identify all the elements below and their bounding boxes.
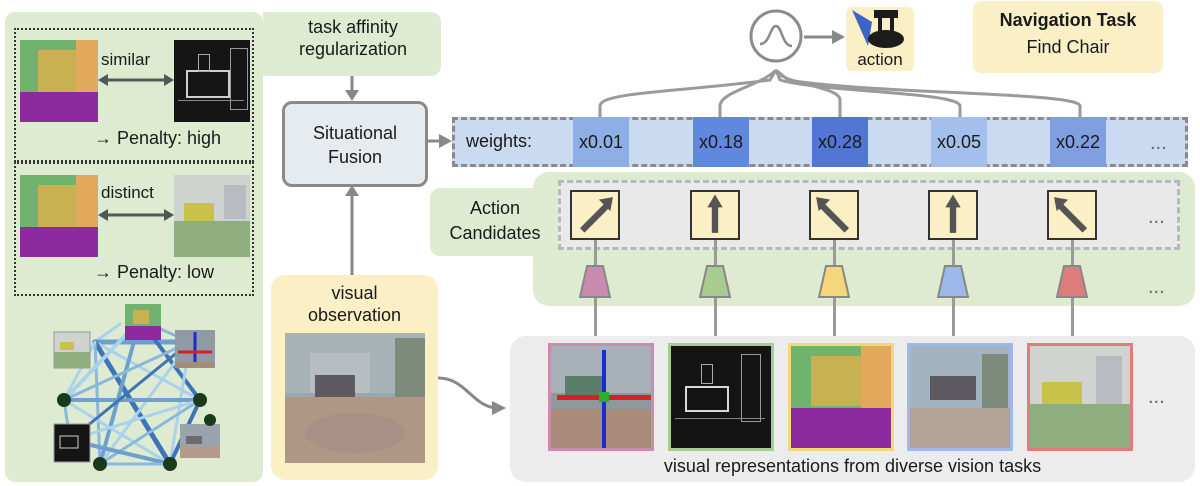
weight-cell: x0.01 [573, 117, 629, 167]
weight-cell: x0.05 [931, 117, 987, 167]
robot-icon [852, 10, 904, 48]
action-candidate-up-left [1047, 190, 1097, 240]
up-left-arrow-icon [816, 197, 850, 233]
navigation-task-box [973, 1, 1163, 73]
fusion-label-line2: Fusion [327, 147, 383, 167]
representation-thumbnail [788, 343, 894, 451]
segmentation-thumbnail-2 [20, 175, 98, 257]
edge-thumbnail [174, 40, 250, 122]
weights-ellipsis: ... [1150, 132, 1167, 154]
encoder [936, 265, 970, 298]
up-arrow-icon [945, 194, 961, 233]
regularization-label: task affinity regularization [298, 17, 408, 59]
distinct-label: distinct [101, 183, 154, 202]
regularization-arrow [345, 76, 359, 101]
observation-to-representations-arrow [437, 376, 506, 415]
fusion-label-line1: Situational [312, 123, 398, 143]
affinity-tab [263, 12, 441, 76]
aggregation-node [749, 9, 803, 63]
action-label: action [857, 50, 903, 69]
navigation-task-goal: Find Chair [1026, 37, 1110, 57]
representation-thumbnail [668, 343, 774, 451]
action-candidate-up-right [570, 190, 620, 240]
penalty-high-label: → Penalty: high [94, 128, 222, 148]
situational-fusion-box: Situational Fusion [282, 101, 428, 187]
task-affinity-graph [53, 304, 220, 471]
up-arrow-icon [707, 194, 723, 233]
floor-mask-thumbnail [174, 175, 250, 257]
action-candidate-up [928, 190, 978, 240]
encoder [698, 265, 732, 298]
distinct-arrow [98, 209, 174, 221]
encoder [1055, 265, 1089, 298]
representation-thumbnail [548, 343, 654, 451]
representations-ellipsis: ... [1148, 386, 1165, 408]
representation-thumbnail [1027, 343, 1133, 451]
encoder [817, 265, 851, 298]
similar-arrow [98, 74, 174, 86]
fusion-to-weights-arrow [425, 134, 452, 148]
up-right-arrow-icon [579, 197, 613, 233]
action-candidates-label: Action Candidates [449, 198, 541, 243]
candidates-ellipsis: ... [1148, 206, 1165, 228]
representation-thumbnail [907, 343, 1013, 451]
observation-to-fusion-arrow [345, 185, 359, 275]
up-left-arrow-icon [1054, 197, 1088, 233]
navigation-task-title: Navigation Task [999, 10, 1137, 30]
similar-comparison-box [14, 28, 254, 162]
action-candidate-up [690, 190, 740, 240]
weight-cell: x0.28 [812, 117, 868, 167]
observation-label: visual observation [307, 283, 402, 325]
distinct-comparison-box [14, 162, 254, 296]
weights-label: weights: [466, 131, 533, 151]
observation-image [285, 333, 425, 463]
node-to-action-arrow [804, 30, 845, 44]
segmentation-thumbnail [20, 40, 98, 122]
weight-cell: x0.22 [1050, 117, 1106, 167]
encoders-ellipsis: ... [1148, 276, 1165, 298]
weight-cell: x0.18 [693, 117, 749, 167]
action-candidates-tab [430, 188, 540, 256]
representations-caption: visual representations from diverse visi… [663, 456, 1042, 476]
similar-label: similar [101, 50, 151, 69]
weights-to-node-connectors [598, 68, 1082, 118]
penalty-low-label: → Penalty: low [94, 262, 215, 282]
encoder [578, 265, 612, 298]
action-candidate-up-left [809, 190, 859, 240]
